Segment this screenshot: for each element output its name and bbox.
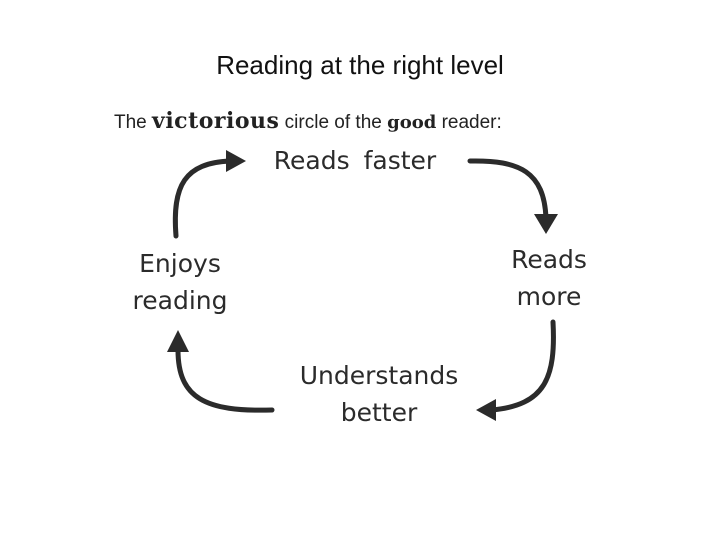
cycle-node-enjoys-reading: Enjoys reading xyxy=(118,245,242,319)
arrowhead-to-enjoys xyxy=(167,330,189,352)
diagram-subtitle: The victorious circle of the good reader… xyxy=(114,108,502,134)
subtitle-part1: The xyxy=(114,112,153,133)
node-label-line2: more xyxy=(516,282,582,311)
subtitle-emphasis-victorious: victorious xyxy=(152,108,280,134)
node-label-line2: better xyxy=(340,398,418,427)
arrowhead-to-understands xyxy=(476,399,496,421)
arrow-understands-to-enjoys xyxy=(175,347,275,413)
arrowhead-to-faster xyxy=(226,150,246,172)
node-label-line1: Reads faster xyxy=(273,146,437,175)
cycle-node-understands-better: Understands better xyxy=(282,357,476,431)
node-label-line1: Reads xyxy=(511,245,587,274)
arrowhead-to-more xyxy=(534,214,558,234)
cycle-node-reads-faster: Reads faster xyxy=(250,142,460,179)
subtitle-emphasis-good: good xyxy=(387,112,437,133)
arrow-more-to-understands xyxy=(489,319,556,413)
cycle-node-reads-more: Reads more xyxy=(494,241,604,315)
node-label-line2: reading xyxy=(132,286,228,315)
subtitle-part3: reader: xyxy=(436,112,502,133)
node-label-line1: Enjoys xyxy=(139,249,221,278)
slide-title: Reading at the right level xyxy=(216,50,504,80)
node-label-line1: Understands xyxy=(299,361,459,390)
subtitle-part2: circle of the xyxy=(279,112,388,133)
arrow-faster-to-more xyxy=(467,158,549,221)
arrow-enjoys-to-faster xyxy=(172,158,233,239)
